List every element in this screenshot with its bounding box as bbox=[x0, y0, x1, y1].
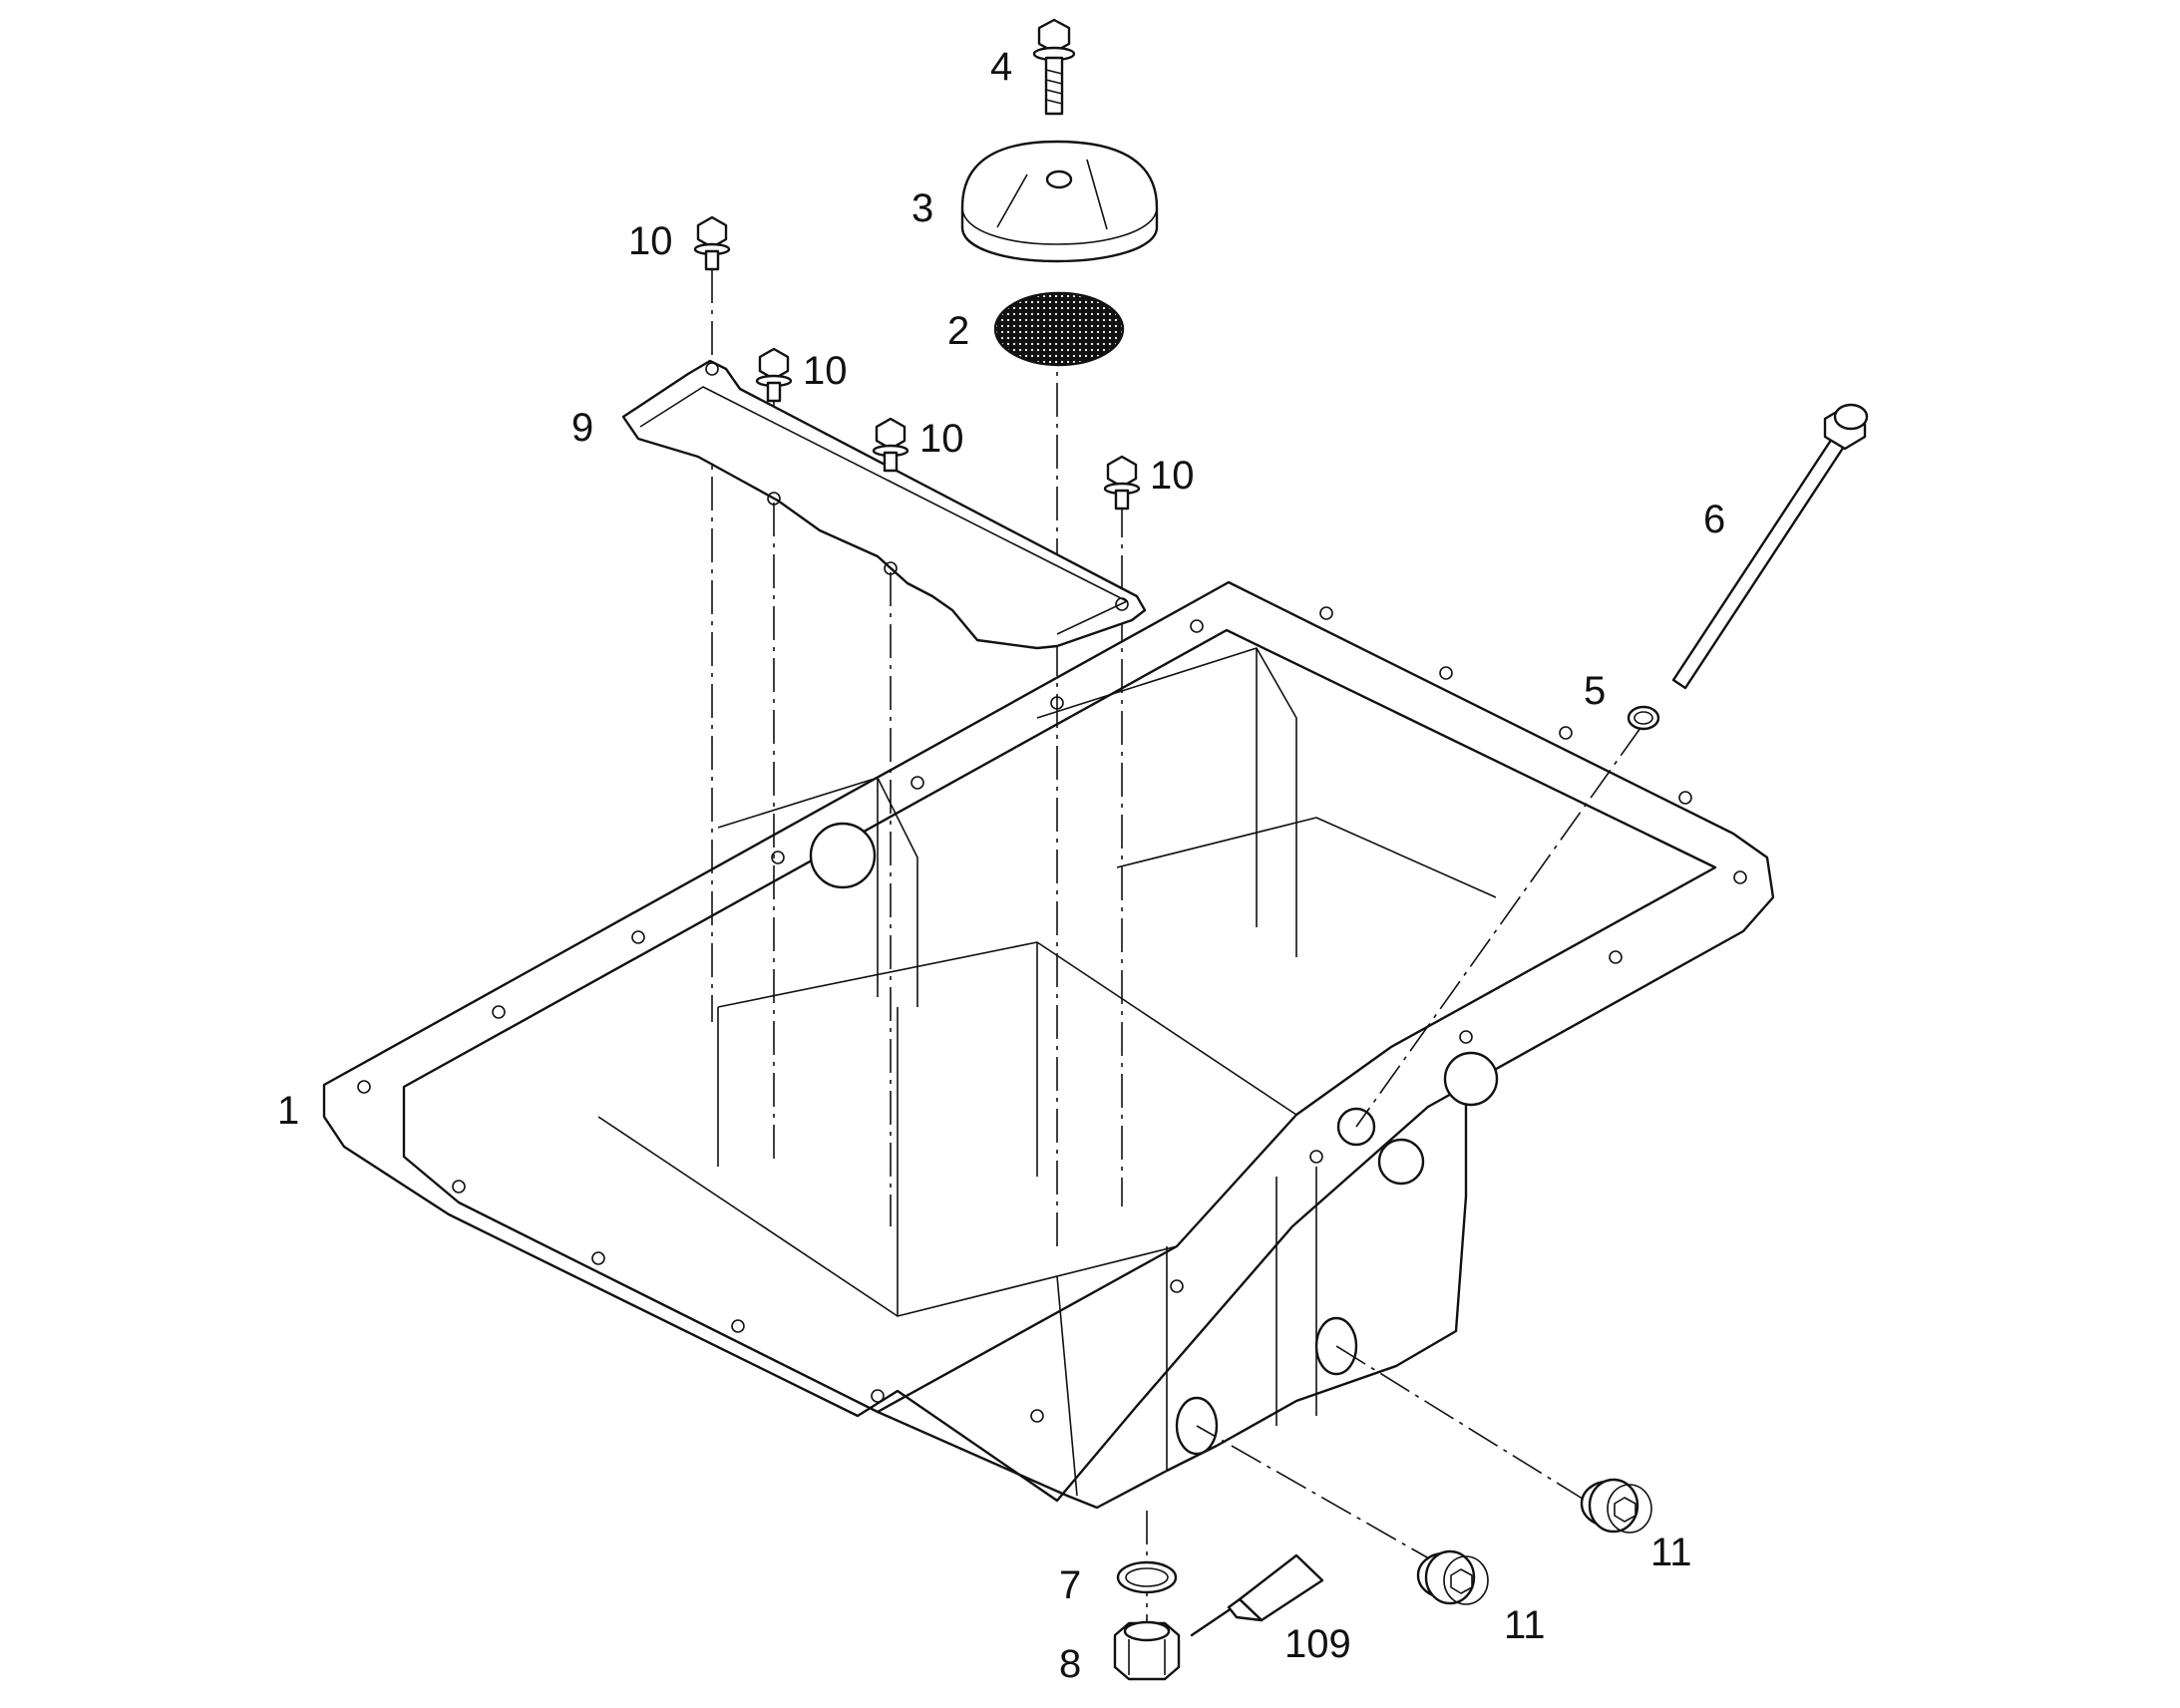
callout-4: 4 bbox=[990, 45, 1012, 89]
o-ring-5 bbox=[1627, 705, 1660, 731]
sealing-ring-7 bbox=[1116, 1560, 1178, 1594]
callout-11-b: 11 bbox=[1650, 1531, 1692, 1574]
oil-pan-sump-wall bbox=[597, 941, 1297, 1317]
oil-pan-upper-port bbox=[809, 822, 877, 889]
bolt-10-d bbox=[1103, 455, 1141, 511]
oil-pan-body bbox=[876, 1095, 1468, 1510]
plug-11-b bbox=[1580, 1478, 1652, 1534]
baffle-dome-3 bbox=[960, 140, 1159, 263]
oil-pan-inner-rim bbox=[402, 628, 1717, 1414]
callout-5: 5 bbox=[1584, 669, 1606, 713]
oil-pan-flange-holes bbox=[357, 606, 1747, 1423]
callout-10-b: 10 bbox=[803, 349, 848, 393]
callout-1: 1 bbox=[277, 1089, 299, 1133]
strainer-screen-2 bbox=[993, 291, 1125, 367]
callout-11-a: 11 bbox=[1504, 1603, 1546, 1647]
oil-pan-boss-2 bbox=[1377, 1138, 1425, 1186]
callout-10-c: 10 bbox=[919, 417, 964, 461]
callout-9: 9 bbox=[571, 406, 593, 450]
callout-10-d: 10 bbox=[1150, 454, 1195, 498]
bolt-4 bbox=[1032, 18, 1076, 116]
oil-pan-boss-1 bbox=[1443, 1051, 1499, 1107]
dipstick-tube-6 bbox=[1671, 403, 1869, 690]
bolt-10-b bbox=[755, 347, 793, 403]
callout-7: 7 bbox=[1059, 1563, 1081, 1607]
baffle-plate-9 bbox=[621, 359, 1147, 650]
oil-pan bbox=[322, 580, 1775, 1510]
oil-pan-plug-port-1 bbox=[1314, 1316, 1358, 1376]
callout-6: 6 bbox=[1703, 498, 1725, 541]
callout-3: 3 bbox=[911, 186, 933, 230]
bolt-10-a bbox=[693, 215, 731, 271]
oil-pan-flange-outline bbox=[322, 580, 1775, 1503]
plug-11-a bbox=[1416, 1549, 1489, 1605]
callout-2: 2 bbox=[947, 309, 969, 353]
callout-10-a: 10 bbox=[628, 219, 673, 263]
sealant-tube-109 bbox=[1190, 1553, 1324, 1637]
bolt-10-c bbox=[872, 417, 909, 473]
oil-pan-body-ribs bbox=[1056, 1167, 1317, 1497]
drain-plug-8 bbox=[1113, 1620, 1181, 1681]
callout-109: 109 bbox=[1284, 1622, 1351, 1666]
callout-8: 8 bbox=[1059, 1642, 1081, 1686]
oil-pan-back-walls bbox=[717, 647, 1497, 1007]
callout-labels: 1 2 3 4 5 6 7 8 9 10 10 10 10 11 11 109 bbox=[277, 45, 1725, 1686]
